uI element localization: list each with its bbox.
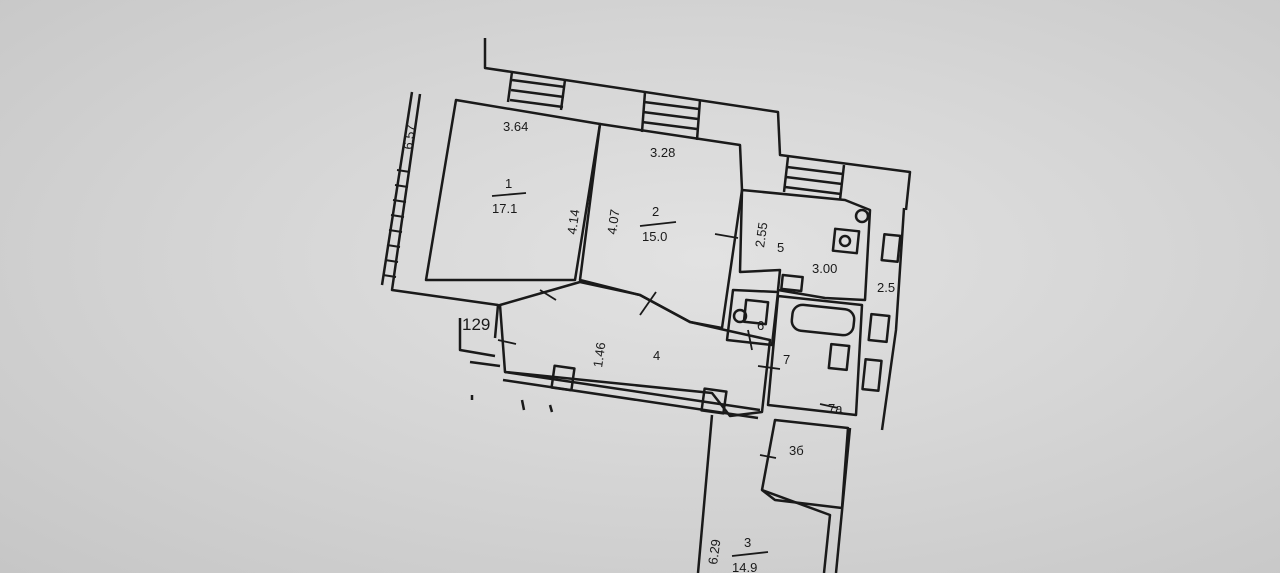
dim-room2-depth: 4.07 [604, 208, 622, 235]
dim-right-edge: 2.5 [877, 280, 895, 295]
room-3b-number: 3б [789, 443, 804, 458]
room-3-number: 3 [744, 535, 751, 550]
room-7-number: 7 [783, 352, 790, 367]
dim-room1-depth: 4.14 [564, 208, 582, 235]
apartment-number: 129 [462, 315, 490, 334]
room-3-area: 14.9 [732, 560, 757, 573]
dim-room1-width: 3.64 [503, 119, 528, 134]
room-7a-number: 7а [828, 401, 843, 416]
left-wall-hatch [382, 169, 411, 278]
room-1-number: 1 [505, 176, 512, 191]
dim-room2-width: 3.28 [650, 145, 675, 160]
room-2-number: 2 [652, 204, 659, 219]
dim-room3-length: 6.29 [705, 538, 723, 565]
room-5-number: 5 [777, 240, 784, 255]
room-1-area: 17.1 [492, 201, 517, 216]
plan-walls [380, 38, 912, 573]
dim-room5-depth: 2.55 [752, 221, 770, 248]
room-4-number: 4 [653, 348, 660, 363]
room-6-number: 6 [757, 318, 764, 333]
door-marks [491, 192, 839, 557]
dim-hall-width: 1.46 [590, 341, 608, 368]
room-2-area: 15.0 [642, 229, 667, 244]
dim-outer-left: 6.57 [400, 123, 418, 150]
dim-room5-width: 3.00 [812, 261, 837, 276]
plan-labels: 129 6.57 3.64 4.14 3.28 4.07 2.55 3.00 1… [400, 119, 895, 573]
